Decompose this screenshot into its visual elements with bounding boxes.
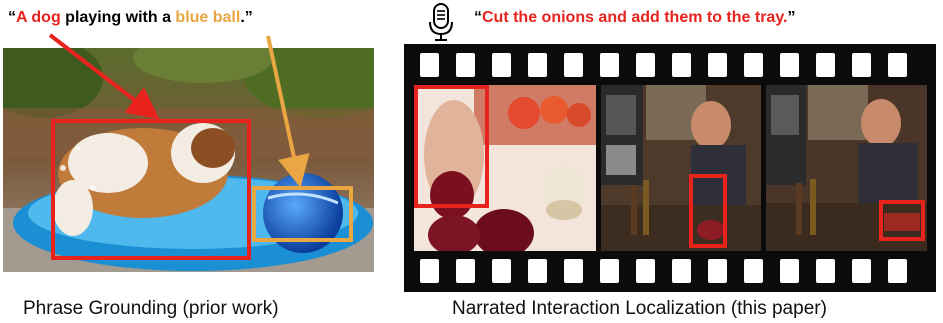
- orange-arrow: [268, 36, 298, 176]
- video-frame-2: [601, 85, 761, 251]
- quote-close: ”: [787, 9, 795, 26]
- narration-text: Cut the onions and add them to the tray.: [482, 9, 787, 26]
- video-frame-1: [414, 85, 596, 251]
- right-quote: “Cut the onions and add them to the tray…: [474, 9, 795, 27]
- quote-open: “: [474, 9, 482, 26]
- red-arrow: [50, 35, 150, 112]
- film-strip: [404, 44, 936, 292]
- video-frame-3: [766, 85, 927, 251]
- right-caption: Narrated Interaction Localization (this …: [452, 298, 827, 320]
- microphone-icon: [427, 2, 455, 42]
- left-caption: Phrase Grounding (prior work): [23, 298, 279, 320]
